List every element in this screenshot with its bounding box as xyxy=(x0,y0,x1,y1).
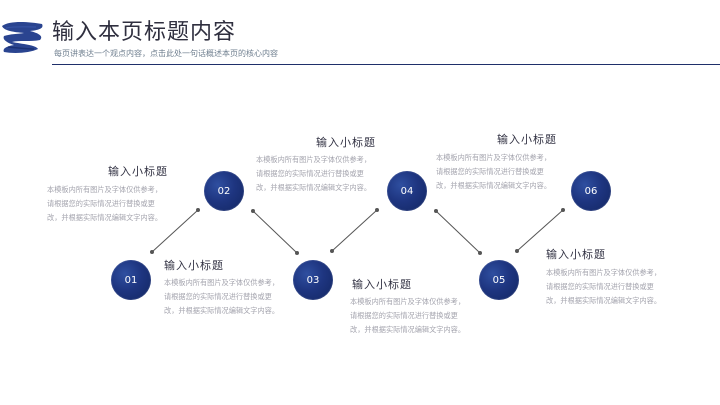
connector-03-04 xyxy=(331,209,378,252)
connector-dot xyxy=(375,208,379,212)
connector-02-03 xyxy=(252,210,298,254)
step-circle-01: 01 xyxy=(111,260,151,300)
step-heading-01: 输入小标题 xyxy=(164,259,224,272)
connector-dot xyxy=(150,250,154,254)
step-circle-03: 03 xyxy=(293,260,333,300)
step-heading-02: 输入小标题 xyxy=(108,165,168,178)
step-heading-04: 输入小标题 xyxy=(316,136,376,149)
step-body-03: 本模板内所有图片及字体仅供参考，请根据您的实际情况进行替换或更改，并根据实际情况… xyxy=(350,297,466,334)
connector-dot xyxy=(251,209,255,213)
connector-05-06 xyxy=(516,209,564,252)
step-body-06: 本模板内所有图片及字体仅供参考，请根据您的实际情况进行替换或更改，并根据实际情况… xyxy=(436,153,552,190)
page-subtitle: 每页讲表达一个观点内容，点击此处一句话概述本页的核心内容 xyxy=(54,49,278,58)
connector-dot xyxy=(196,208,200,212)
step-circle-02: 02 xyxy=(204,171,244,211)
connector-dot xyxy=(434,209,438,213)
header-divider xyxy=(52,64,720,65)
connector-dot xyxy=(478,251,482,255)
brush-stroke-icon xyxy=(2,22,43,53)
connector-dot xyxy=(295,251,299,255)
step-circle-06: 06 xyxy=(571,171,611,211)
connector-dot xyxy=(515,249,519,253)
step-body-05: 本模板内所有图片及字体仅供参考，请根据您的实际情况进行替换或更改，并根据实际情况… xyxy=(546,268,662,305)
connector-04-05 xyxy=(435,210,481,254)
step-body-04: 本模板内所有图片及字体仅供参考，请根据您的实际情况进行替换或更改，并根据实际情况… xyxy=(256,155,372,192)
connector-dot xyxy=(561,208,565,212)
page-title: 输入本页标题内容 xyxy=(52,20,237,45)
connector-01-02 xyxy=(151,209,199,253)
step-body-01: 本模板内所有图片及字体仅供参考，请根据您的实际情况进行替换或更改，并根据实际情况… xyxy=(164,278,280,315)
step-circle-05: 05 xyxy=(479,260,519,300)
step-circle-04: 04 xyxy=(387,171,427,211)
step-heading-03: 输入小标题 xyxy=(352,278,412,291)
connector-dot xyxy=(330,249,334,253)
step-heading-05: 输入小标题 xyxy=(546,248,606,261)
step-heading-06: 输入小标题 xyxy=(497,133,557,146)
step-body-02: 本模板内所有图片及字体仅供参考，请根据您的实际情况进行替换或更改，并根据实际情况… xyxy=(47,185,163,222)
